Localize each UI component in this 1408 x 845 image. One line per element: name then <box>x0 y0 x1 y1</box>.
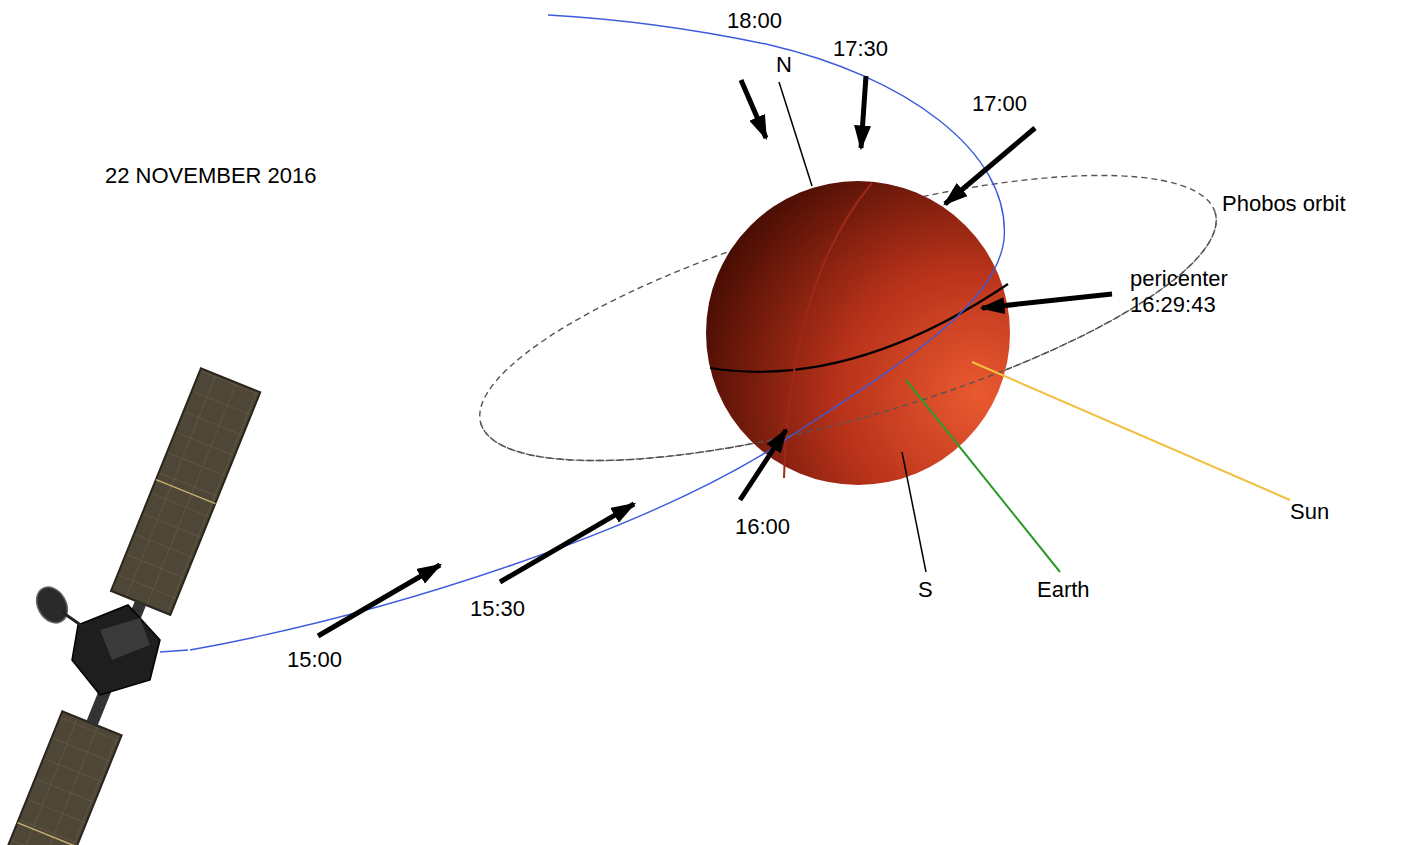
attitude-arrows <box>318 76 1112 636</box>
south-axis <box>902 452 926 572</box>
spacecraft <box>0 368 260 845</box>
time-label: 18:00 <box>727 8 782 34</box>
trajectory <box>190 15 1004 650</box>
mars-sphere <box>706 181 1010 485</box>
earth-direction <box>906 380 1060 572</box>
equator-line <box>710 284 1008 372</box>
time-label: 16:00 <box>735 514 790 540</box>
phobos-orbit-front <box>481 213 1243 520</box>
pole-label: N <box>776 52 792 78</box>
diagram-title: 22 NOVEMBER 2016 <box>105 163 317 189</box>
north-axis <box>779 82 812 186</box>
pericenter-label: pericenter 16:29:43 <box>1130 266 1260 318</box>
time-label: 17:00 <box>972 91 1027 117</box>
direction-label: Sun <box>1290 499 1329 525</box>
phobos-orbit <box>453 117 1243 520</box>
time-label: 15:00 <box>287 647 342 673</box>
sun-direction <box>972 362 1290 500</box>
pole-label: S <box>918 577 933 603</box>
time-label: 15:30 <box>470 596 525 622</box>
time-label: 17:30 <box>833 36 888 62</box>
orbit-label: Phobos orbit <box>1222 191 1346 217</box>
direction-label: Earth <box>1037 577 1090 603</box>
